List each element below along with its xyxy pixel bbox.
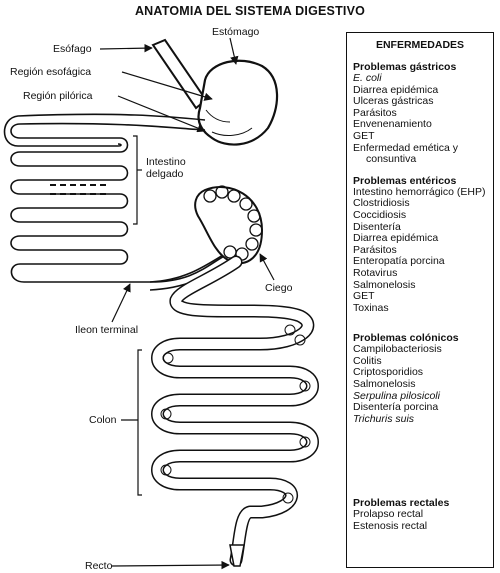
intestino-bracket — [133, 135, 138, 225]
page-title: ANATOMIA DEL SISTEMA DIGESTIVO — [134, 4, 366, 18]
list-item: Coccidiosis — [353, 208, 407, 221]
label-colon: Colon — [89, 414, 117, 426]
list-item: GET — [353, 129, 375, 142]
ciego-leader — [259, 253, 275, 281]
list-item: E. coli — [353, 72, 382, 84]
list-item: Prolapso rectal — [353, 508, 424, 521]
rectum — [229, 544, 245, 567]
label-esofago: Esófago — [53, 43, 92, 55]
estomago-leader — [229, 37, 239, 65]
list-item: Campilobacteriosis — [353, 343, 442, 356]
recto-leader — [111, 560, 230, 570]
panel-title: ENFERMEDADES — [375, 39, 465, 51]
label-estomago: Estómago — [212, 26, 260, 38]
diseases-panel: ENFERMEDADES Problemas gástricos E. coli… — [346, 32, 494, 568]
list-item: Colitis — [353, 354, 382, 367]
group-title: Problemas colónicos — [353, 332, 459, 345]
group-title: Problemas rectales — [353, 497, 450, 510]
region-esofagica-leader — [121, 71, 213, 101]
label-ciego: Ciego — [265, 282, 293, 294]
label-region-esofagica: Región esofágica — [10, 66, 92, 78]
colon-bracket — [137, 349, 142, 496]
list-item: Serpulina pilosicoli — [353, 389, 440, 402]
region-pilorica-leader — [117, 95, 206, 133]
list-item: Disentería — [353, 220, 401, 233]
small-intestine — [3, 113, 241, 283]
group-colonicos: Problemas colónicos Campilobacteriosis C… — [353, 332, 487, 425]
list-item: Trichuris suis — [353, 412, 415, 425]
group-title: Problemas entéricos — [353, 174, 457, 187]
list-item: Diarrea epidémica — [353, 232, 439, 245]
list-item: Parásitos — [353, 106, 397, 119]
list-item: Intestino hemorrágico (EHP) — [353, 185, 486, 198]
list-item: Envenenamiento — [353, 118, 432, 131]
list-item: Estenosis rectal — [353, 520, 428, 533]
group-title: Problemas gástricos — [353, 61, 457, 73]
list-item: Disentería porcina — [353, 401, 439, 414]
group-gastricos: Problemas gástricos E. coli Diarrea epid… — [353, 61, 487, 166]
label-recto: Recto — [85, 560, 113, 572]
list-item: Salmonelosis — [353, 378, 416, 391]
list-item: Criptosporidios — [353, 366, 424, 379]
group-rectales: Problemas rectales Prolapso rectal Esten… — [353, 497, 487, 532]
list-item: Diarrea epidémica — [353, 83, 439, 96]
list-item: Ulceras gástricas — [353, 95, 434, 108]
label-delgado: delgado — [146, 168, 184, 180]
ileon-leader — [111, 283, 131, 323]
label-ileon: Ileon terminal — [75, 324, 139, 336]
list-item: Clostridiosis — [353, 197, 410, 210]
label-region-pilorica: Región pilórica — [23, 90, 93, 102]
list-item: Toxinas — [353, 301, 389, 314]
list-item: consuntiva — [366, 153, 417, 166]
list-item: Parásitos — [353, 243, 397, 256]
list-item: Salmonelosis — [353, 278, 416, 291]
list-item: Rotavirus — [353, 266, 398, 279]
esofago-leader — [99, 43, 153, 53]
list-item: Enteropatía porcina — [353, 255, 445, 268]
list-item: Enfermedad emética y — [353, 141, 459, 154]
group-entericos: Problemas entéricos Intestino hemorrágic… — [353, 175, 487, 315]
esophagus — [151, 38, 208, 110]
list-item: GET — [353, 290, 375, 303]
label-intestino: Intestino — [146, 156, 186, 168]
stomach — [197, 59, 279, 146]
